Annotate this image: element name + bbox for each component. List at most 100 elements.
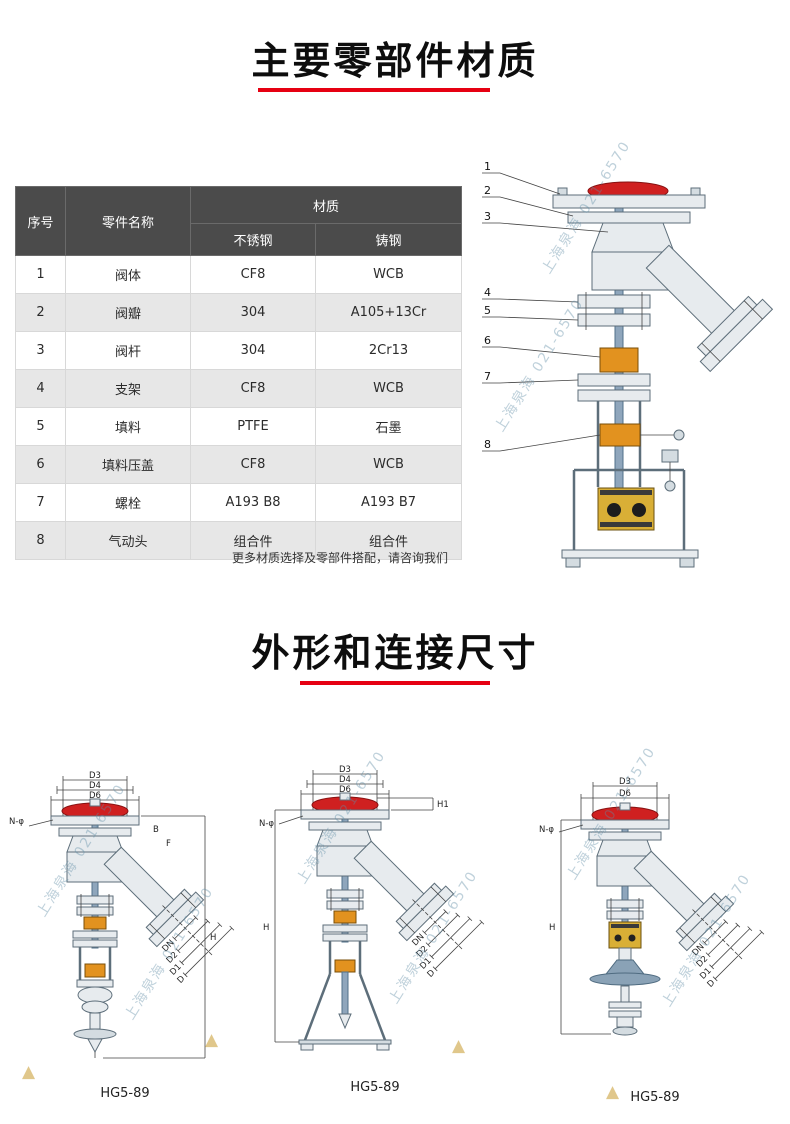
dim-label-d4: D4 [89,781,101,791]
cell-name: 填料 [65,407,191,446]
cell-name: 阀体 [65,255,191,294]
table-row: 5 填料 PTFE 石墨 [15,407,463,446]
dim-label-h: H [263,923,269,933]
top-flange-plate [300,809,390,820]
cell-name: 填料压盖 [65,445,191,484]
stand-leg-right [358,973,387,1041]
cell-no: 3 [15,331,66,370]
callout-number: 1 [484,160,491,173]
air-fitting-knob [664,480,676,492]
top-flange-plate [580,819,670,830]
bottom-cap [612,1026,638,1036]
header-material: 材质 [189,186,463,224]
outline-drawing-1: D3 D4 D6 N-φ B F [5,768,245,1101]
header-part: 零件名称 [65,186,191,256]
section2-title: 外形和连接尺寸 [251,631,539,675]
second-flange-plate [567,211,691,224]
dim-label-b: B [153,825,159,835]
outline-drawing-2: D3 D4 D6 H1 N-φ [255,762,495,1095]
callout-8: 8 [482,434,601,452]
packing-gland [83,916,107,930]
air-fitting [661,449,679,463]
lower-flange-lower [72,939,118,948]
stand-foot [300,1043,314,1051]
second-flange-plate [308,821,382,831]
base-foot [679,557,695,568]
stand-base [298,1039,392,1045]
cell-cast: 组合件 [314,521,463,560]
callout-6: 6 [482,334,601,358]
valve-neck [66,835,124,853]
base-foot [565,557,581,568]
dim-label-n-phi: N-φ [539,825,554,835]
bottom-cone [87,1038,103,1054]
section2-accent-bar [300,681,490,685]
assembly-valve-drawing: 1 2 3 4 5 6 7 [482,160,774,568]
cell-cast: A105+13Cr [314,293,463,332]
bonnet-flange-lower [606,910,644,920]
cell-no: 2 [15,293,66,332]
table-row: 6 填料压盖 CF8 WCB [15,445,463,484]
cell-stainless: 304 [190,293,316,332]
table-row: 2 阀瓣 304 A105+13Cr [15,293,463,332]
callout-number: 2 [484,184,491,197]
dim-label-f: F [166,839,171,849]
n-phi-leader [278,815,304,825]
handwheel-rim [589,972,661,986]
callout-number: 4 [484,286,491,299]
stand-leg-left [303,973,332,1041]
top-flange-plate [552,194,706,209]
stem-tip [338,1013,352,1030]
cell-stainless: PTFE [190,407,316,446]
callout-3: 3 [482,210,609,233]
dim-label-h: H [210,933,216,943]
cell-stainless: CF8 [190,445,316,484]
actuator-bell-2 [81,1000,109,1014]
cell-stainless: CF8 [190,369,316,408]
assembly-diagram: 1 2 3 4 5 6 7 [478,152,788,584]
cell-name: 气动头 [65,521,191,560]
table-row: 3 阀杆 304 2Cr13 [15,331,463,370]
bonnet-flange-lower [577,313,651,327]
n-phi-leader [28,819,54,827]
table-row: 4 支架 CF8 WCB [15,369,463,408]
stem-crosshead [84,963,106,978]
cell-cast: WCB [314,445,463,484]
bonnet-bolt-lines [585,292,643,330]
materials-table: 序号 零件名称 材质 不锈钢 铸钢 1 阀体 CF8 WCB 2 [15,186,463,560]
cell-stainless: 组合件 [190,521,316,560]
callout-number: 5 [484,304,491,317]
dim-label-d3: D3 [89,771,101,781]
cell-cast: WCB [314,369,463,408]
positioner-box [597,487,655,531]
feedback-gauge [673,429,685,441]
base-plate [561,549,699,559]
callout-2: 2 [482,184,574,217]
dim-label-d6: D6 [339,785,351,795]
table-row: 1 阀体 CF8 WCB [15,255,463,294]
bottom-flange-lower [608,1010,642,1018]
dim-label-h: H [549,923,555,933]
valve-neck [596,839,654,857]
callout-number: 6 [484,334,491,347]
n-phi-leader [558,824,584,833]
outline-valve-3: D3 D6 N-φ DN D2 [539,777,765,1036]
valve-neck [316,829,374,847]
stem-crosshead [599,423,641,447]
drawing-caption: HG5-89 [100,1086,150,1101]
bonnet-flange-upper [606,899,644,909]
outline-valve-1: D3 D4 D6 N-φ B F [9,771,235,1059]
lower-flange-lower [577,389,651,402]
bottom-flange-upper [608,1001,642,1009]
cell-cast: 2Cr13 [314,331,463,370]
lower-flange-lower [322,933,368,942]
dim-label-d6: D6 [89,791,101,801]
lower-flange-upper [322,924,368,933]
cap-nut [339,792,351,801]
second-flange-plate [588,831,662,841]
callout-number: 8 [484,438,491,451]
top-flange-plate [50,815,140,826]
flange-bolt [690,187,701,196]
cell-stainless: A193 B8 [190,483,316,522]
cell-no: 8 [15,521,66,560]
